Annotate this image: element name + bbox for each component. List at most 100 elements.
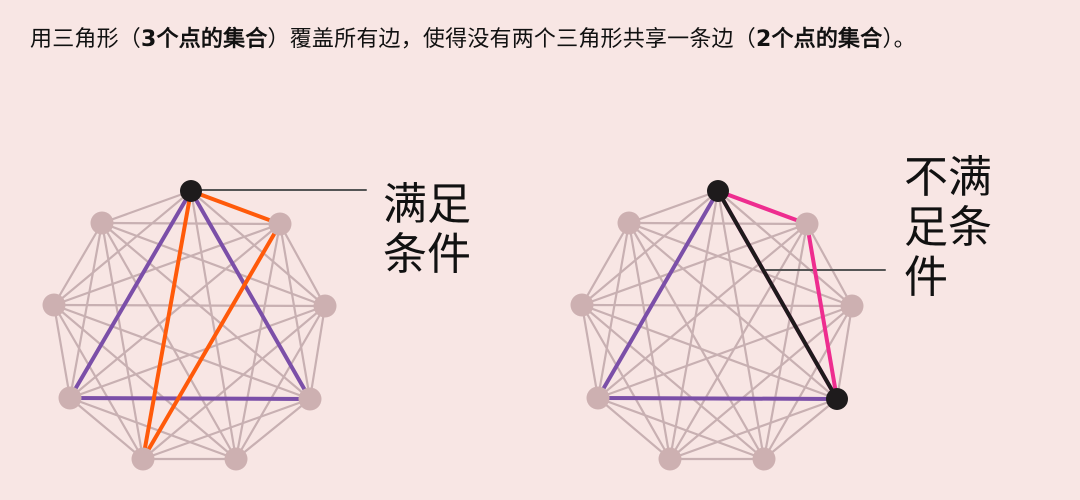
satisfied-label: 满足 条件 <box>383 180 471 280</box>
graph-edge <box>68 396 145 461</box>
graph-edge <box>308 304 327 401</box>
orange-triangle-edge <box>141 189 193 461</box>
graph-edge <box>68 396 238 461</box>
graph-edge <box>141 397 312 461</box>
graph-edge <box>580 222 809 307</box>
graph-edge <box>100 221 312 401</box>
graph-edge <box>100 221 145 461</box>
graph-edge <box>580 221 631 307</box>
orange-triangle-edge <box>141 222 282 461</box>
graph-edge <box>627 221 839 401</box>
highlighted-node <box>707 180 729 202</box>
graph-edge <box>762 222 809 461</box>
graph-edge <box>627 221 854 308</box>
orange-triangle-edge <box>189 189 282 226</box>
graph-edge <box>278 222 327 308</box>
graph-edge <box>716 189 854 308</box>
graph-edge <box>668 222 809 461</box>
graph-node <box>313 294 337 318</box>
graph-node <box>42 293 66 317</box>
graph-edge <box>52 221 104 307</box>
caption-seg-3: 2个点的集合 <box>755 27 883 52</box>
graph-node <box>570 293 594 317</box>
purple-triangle-edge <box>189 189 312 401</box>
graph-edge <box>580 303 600 400</box>
graph-edge <box>580 189 720 307</box>
graph-edge <box>596 396 766 461</box>
purple-triangle-edge <box>596 189 720 400</box>
graph-edge <box>596 396 672 461</box>
not-satisfied-label-line-2: 足条 <box>904 202 992 253</box>
pink-triangle-edge <box>805 222 839 401</box>
graph-edge <box>668 397 839 461</box>
graph-edge <box>580 303 672 461</box>
graph-node <box>586 386 610 410</box>
graph-edge <box>668 189 720 461</box>
satisfied-label-line-1: 满足 <box>383 179 471 230</box>
graph-node <box>752 447 776 471</box>
graph-edge <box>627 189 720 225</box>
graph-node <box>617 211 641 235</box>
graph-edge <box>716 189 766 461</box>
purple-triangle-edge <box>68 189 193 400</box>
graph-edge <box>100 221 238 461</box>
graph-edge <box>234 397 312 461</box>
caption-seg-0: 用三角形（ <box>30 27 142 52</box>
graph-edge <box>52 189 193 307</box>
graph-edge <box>627 221 672 461</box>
satisfied-label-line-2: 条件 <box>383 229 471 280</box>
graph-edge <box>805 222 854 308</box>
graph-node <box>840 294 864 318</box>
graph-edge <box>100 189 193 225</box>
caption-seg-4: ）。 <box>882 27 916 52</box>
graph-edge <box>627 221 809 226</box>
graph-edge <box>52 303 312 401</box>
pink-triangle-edge <box>716 189 809 226</box>
graph-edge <box>52 303 327 308</box>
graph-edge <box>141 304 327 461</box>
graph-edge <box>627 221 766 461</box>
graph-node <box>224 447 248 471</box>
graph-edge <box>580 303 766 461</box>
graph-edge <box>234 304 327 461</box>
graph-edge <box>100 221 282 226</box>
highlighted-node <box>180 180 202 202</box>
graph-edge <box>52 222 282 307</box>
graph-edge <box>189 189 327 308</box>
graph-edge <box>68 222 282 400</box>
caption-seg-2: ）覆盖所有边，使得没有两个三角形共享一条边（ <box>267 27 756 52</box>
graph-edge <box>596 304 854 400</box>
graph-edge <box>68 221 104 400</box>
caption: 用三角形（3个点的集合）覆盖所有边，使得没有两个三角形共享一条边（2个点的集合）… <box>30 25 1060 55</box>
graph-edge <box>762 397 839 461</box>
graph-edge <box>580 303 854 308</box>
graph-node <box>58 386 82 410</box>
shared-edge <box>716 189 839 401</box>
graph-edge <box>189 189 238 461</box>
graph-edge <box>52 303 72 400</box>
graph-node <box>90 211 114 235</box>
graph-node <box>131 447 155 471</box>
graph-edge <box>100 221 327 308</box>
not-satisfied-label: 不满 足条 件 <box>904 153 992 303</box>
graph-edge <box>762 304 854 461</box>
graph-edge <box>668 304 854 461</box>
highlighted-node <box>826 388 848 410</box>
graph-edge <box>580 303 839 401</box>
graph-node <box>658 447 682 471</box>
purple-triangle-edge <box>68 396 312 401</box>
graph-node <box>268 212 292 236</box>
graph-edge <box>596 221 631 400</box>
graph-node <box>298 387 322 411</box>
graph-edge <box>835 304 854 401</box>
not-satisfied-label-line-3: 件 <box>904 252 948 303</box>
graph-node <box>795 212 819 236</box>
purple-triangle-edge <box>596 396 839 401</box>
graph-edge <box>68 304 327 400</box>
graph-edge <box>234 222 282 461</box>
caption-seg-1: 3个点的集合 <box>141 27 268 52</box>
not-satisfied-label-line-1: 不满 <box>904 152 992 203</box>
graph-edge <box>52 303 145 461</box>
graph-edge <box>596 222 809 400</box>
